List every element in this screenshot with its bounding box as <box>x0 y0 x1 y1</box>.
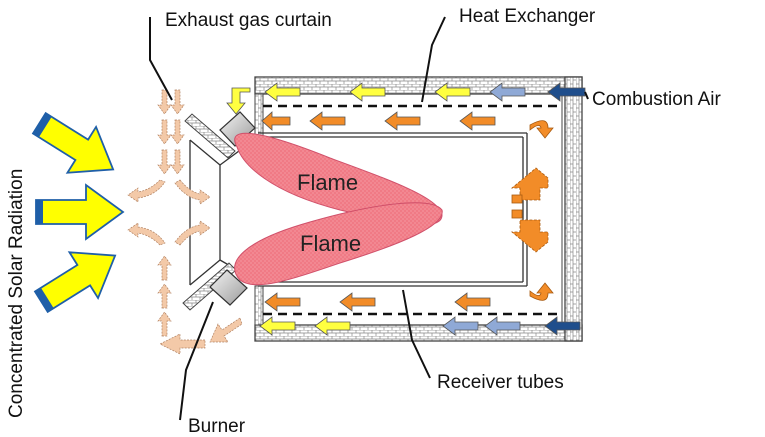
flame-upper-label: Flame <box>297 170 358 195</box>
burner-icon <box>209 111 256 306</box>
flow-arrow-icon <box>434 82 471 102</box>
receiver-tubes <box>258 132 528 287</box>
flow-arrow-icon <box>127 179 166 203</box>
flow-arrow-icon <box>510 219 549 253</box>
flow-arrow-icon <box>529 282 554 301</box>
housing-inner-bottom-wall <box>254 285 264 326</box>
flow-arrow-icon <box>544 316 581 336</box>
housing-top-wall <box>254 76 583 95</box>
heat-exchanger <box>263 104 562 316</box>
flame-lower-label: Flame <box>300 231 361 256</box>
flow-arrow-icon <box>174 220 211 246</box>
flow-arrow-icon <box>349 82 386 102</box>
flow-arrow-icon <box>309 111 346 131</box>
solar-arrow-icon <box>31 111 125 314</box>
housing-bottom-wall <box>254 324 583 342</box>
flow-arrow-icon <box>314 316 351 336</box>
flow-arrow-icon <box>170 149 185 175</box>
leader-exhaust-gas-curtain <box>149 17 173 101</box>
leader-lines <box>149 16 589 421</box>
flow-arrow-icon <box>454 292 491 312</box>
leader-combustion-air <box>584 91 589 100</box>
flow-arrow-icon <box>157 311 172 337</box>
cone-upper-brick <box>184 113 236 159</box>
solar-arrow-top <box>31 111 115 174</box>
flow-arrows-top <box>226 82 586 131</box>
label-combustion-air: Combustion Air <box>592 89 722 110</box>
flow-arrow-icon <box>264 82 301 102</box>
label-concentrated-solar-radiation: Concentrated Solar Radiation <box>6 169 27 418</box>
housing-inner-top-wall <box>254 93 264 137</box>
flow-arrow-icon <box>547 82 586 102</box>
flow-arrow-icon <box>157 255 172 281</box>
flow-arrow-icon <box>459 111 496 131</box>
leader-heat-exchanger <box>421 16 446 103</box>
flow-arrow-icon <box>384 111 421 131</box>
flames: Flame Flame <box>234 132 443 286</box>
back-wall-flow-arrows <box>510 120 554 301</box>
flow-arrow-icon <box>510 167 549 201</box>
flow-arrow-icon <box>127 222 166 246</box>
flow-arrow-icon <box>529 120 554 139</box>
flow-arrow-icon <box>174 179 211 205</box>
flow-arrow-icon <box>339 292 376 312</box>
flow-arrow-icon <box>159 333 206 355</box>
flow-arrow-icon <box>209 317 243 343</box>
flow-arrow-icon <box>264 292 301 312</box>
burner-upper <box>219 111 256 147</box>
label-burner: Burner <box>188 416 246 437</box>
flow-arrow-icon <box>170 89 185 115</box>
flow-arrow-icon <box>442 316 479 336</box>
burner-lower <box>209 269 248 306</box>
flow-arrow-icon <box>157 119 172 145</box>
flow-arrows-bottom <box>259 292 581 336</box>
flow-arrow-icon <box>157 149 172 175</box>
leader-receiver-tubes <box>402 289 431 379</box>
label-receiver-tubes: Receiver tubes <box>437 372 564 393</box>
flow-arrow-icon <box>489 82 526 102</box>
label-heat-exchanger: Heat Exchanger <box>459 6 596 27</box>
leader-burner <box>179 301 214 421</box>
aperture-window-upper-edge <box>189 139 221 166</box>
flow-arrow-icon <box>511 209 523 219</box>
flow-arrow-icon <box>511 194 523 204</box>
flow-arrow-icon <box>484 316 521 336</box>
label-exhaust-gas-curtain: Exhaust gas curtain <box>165 10 332 31</box>
receiver-housing <box>254 76 583 342</box>
flow-arrow-icon <box>259 316 296 336</box>
housing-back-wall <box>564 76 583 342</box>
solar-arrow-middle <box>35 183 125 241</box>
flow-arrow-icon <box>170 119 185 145</box>
aperture-window-lower-edge <box>189 259 221 286</box>
flame-lower <box>234 202 443 286</box>
exhaust-curtain-arrows <box>127 89 243 355</box>
flow-arrow-icon <box>261 111 291 131</box>
solar-arrow-bottom <box>33 251 117 314</box>
flow-arrow-icon <box>157 283 172 309</box>
flow-arrow-icon <box>226 87 251 115</box>
